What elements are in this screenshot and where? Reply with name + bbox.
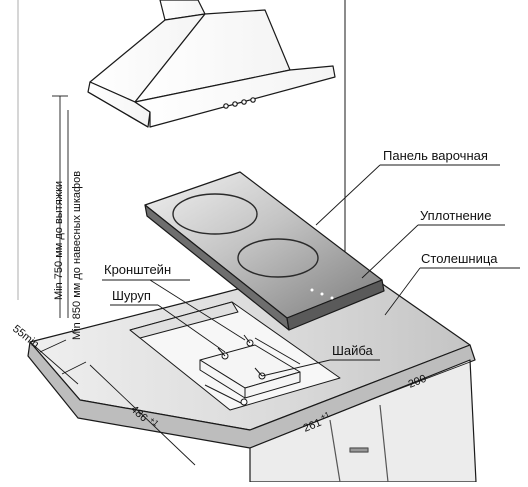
label-bracket: Кронштейн <box>104 262 171 277</box>
label-seal: Уплотнение <box>420 208 491 223</box>
dim-min-edge: 55min <box>10 323 41 351</box>
cooktop-panel <box>144 171 385 331</box>
bracket-assembly <box>199 334 301 406</box>
label-screw: Шуруп <box>112 288 151 303</box>
wall <box>17 0 346 300</box>
dim-min-hood: Min 750 мм до вытяжки <box>53 181 65 300</box>
leader-lines <box>102 164 520 377</box>
label-countertop: Столешница <box>421 251 498 266</box>
cooker-hood <box>87 0 336 128</box>
label-panel: Панель варочная <box>383 148 488 163</box>
label-washer: Шайба <box>332 343 374 358</box>
dim-min-cabinets: Min 850 мм до навесных шкафов <box>71 171 83 340</box>
dim-width-tolerance: +1 <box>319 410 331 422</box>
dimension-lines <box>29 95 471 466</box>
